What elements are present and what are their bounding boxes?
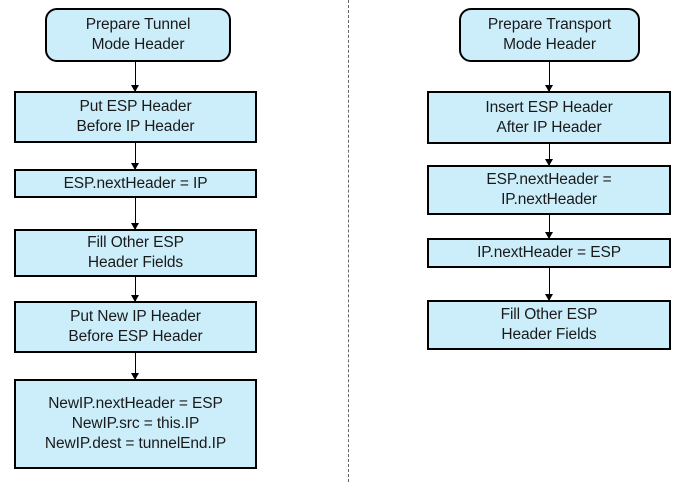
arrow-shaft bbox=[135, 143, 136, 169]
flow-node-label: ESP.nextHeader = IP.nextHeader bbox=[486, 171, 612, 208]
arrow-shaft bbox=[549, 268, 550, 300]
arrow-shaft bbox=[549, 62, 550, 91]
flow-node-label: Fill Other ESP Header Fields bbox=[87, 234, 184, 271]
flow-node-label: Put New IP Header Before ESP Header bbox=[68, 308, 203, 345]
flow-node-transport-step-2[interactable]: ESP.nextHeader = IP.nextHeader bbox=[427, 165, 671, 215]
arrow-shaft bbox=[549, 215, 550, 238]
flow-node-label: Fill Other ESP Header Fields bbox=[500, 306, 598, 343]
arrow-shaft bbox=[135, 277, 136, 301]
flow-node-transport-step-1[interactable]: Insert ESP Header After IP Header bbox=[427, 91, 671, 144]
arrow-head-icon bbox=[130, 163, 139, 170]
vertical-dashed-divider bbox=[348, 0, 349, 482]
arrow-head-icon bbox=[544, 85, 553, 92]
flow-node-label: IP.nextHeader = ESP bbox=[477, 244, 621, 262]
arrow-head-icon bbox=[130, 295, 139, 302]
flow-node-label: ESP.nextHeader = IP bbox=[63, 174, 208, 192]
arrow-head-icon bbox=[130, 85, 139, 92]
flow-node-tunnel-step-3[interactable]: Fill Other ESP Header Fields bbox=[14, 229, 257, 277]
flow-node-label: Put ESP Header Before IP Header bbox=[76, 98, 195, 135]
flow-node-label: Insert ESP Header After IP Header bbox=[485, 98, 613, 136]
flow-node-tunnel-step-1[interactable]: Put ESP Header Before IP Header bbox=[14, 91, 257, 143]
flow-node-tunnel-start[interactable]: Prepare Tunnel Mode Header bbox=[45, 8, 231, 62]
arrow-shaft bbox=[549, 144, 550, 165]
arrow-head-icon bbox=[544, 159, 553, 166]
arrow-head-icon bbox=[130, 223, 139, 230]
flow-node-tunnel-step-4[interactable]: Put New IP Header Before ESP Header bbox=[14, 301, 257, 353]
arrow-shaft bbox=[135, 198, 136, 229]
flow-node-transport-start[interactable]: Prepare Transport Mode Header bbox=[459, 8, 640, 62]
arrow-shaft bbox=[135, 62, 136, 91]
flow-node-transport-step-4[interactable]: Fill Other ESP Header Fields bbox=[427, 300, 671, 350]
flow-node-tunnel-step-5[interactable]: NewIP.nextHeader = ESP NewIP.src = this.… bbox=[14, 379, 257, 469]
arrow-head-icon bbox=[544, 294, 553, 301]
flow-node-label: NewIP.nextHeader = ESP NewIP.src = this.… bbox=[44, 395, 227, 452]
flow-node-tunnel-step-2[interactable]: ESP.nextHeader = IP bbox=[14, 169, 257, 198]
arrow-head-icon bbox=[130, 373, 139, 380]
flow-node-label: Prepare Tunnel Mode Header bbox=[85, 16, 191, 53]
arrow-shaft bbox=[135, 353, 136, 379]
flow-node-transport-step-3[interactable]: IP.nextHeader = ESP bbox=[427, 238, 671, 268]
arrow-head-icon bbox=[544, 232, 553, 239]
flow-node-label: Prepare Transport Mode Header bbox=[487, 16, 612, 53]
